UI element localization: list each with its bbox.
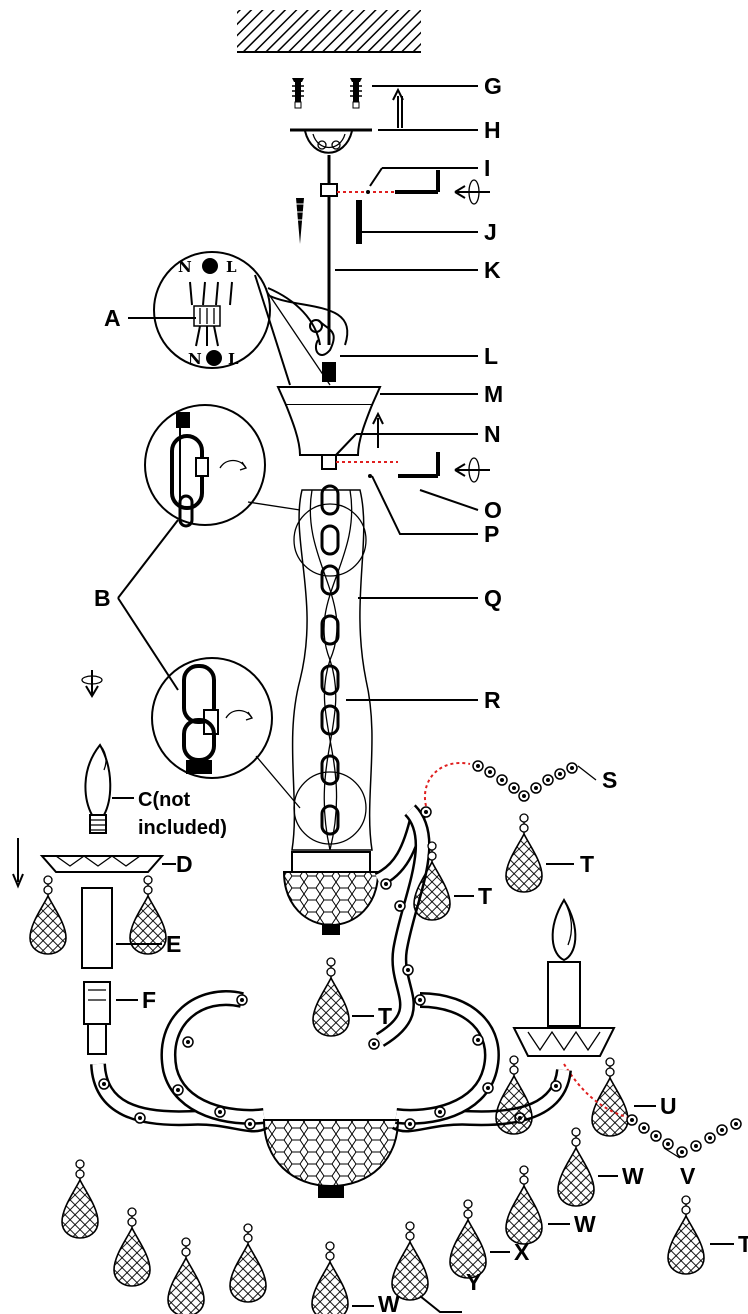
label-L: L xyxy=(484,343,498,369)
label-O: O xyxy=(484,497,502,523)
label-N: N xyxy=(484,421,501,447)
upper-bowl xyxy=(282,851,380,1037)
mounting-screws xyxy=(291,77,404,128)
label-W-bottom: W xyxy=(378,1291,400,1314)
label-R: R xyxy=(484,687,501,713)
label-Q: Q xyxy=(484,585,502,611)
label-T-center: T xyxy=(378,1003,392,1029)
stem-nut-and-wrench xyxy=(321,433,490,535)
socket xyxy=(83,981,138,1055)
supply-wire-and-hook xyxy=(267,200,478,382)
right-candle xyxy=(512,898,656,1137)
label-G: G xyxy=(484,73,502,99)
label-V: V xyxy=(680,1163,696,1189)
label-M: M xyxy=(484,381,503,407)
bead-chain-V xyxy=(626,1114,742,1275)
neutral-label-top: N xyxy=(178,258,192,276)
canopy-plate xyxy=(290,128,372,154)
label-Y: Y xyxy=(466,1269,481,1295)
nipple-and-nut xyxy=(320,155,490,205)
label-I: I xyxy=(484,155,490,181)
candle-bulb xyxy=(81,670,134,834)
frame-drops xyxy=(61,1055,618,1314)
label-H: H xyxy=(484,117,501,143)
canopy xyxy=(276,386,478,456)
label-C-note: included) xyxy=(138,817,227,839)
label-W-mid: W xyxy=(574,1211,596,1237)
label-T-far-right: T xyxy=(738,1231,748,1257)
label-P: P xyxy=(484,521,499,547)
stem-glass-and-chain xyxy=(291,484,478,851)
labels: G H I J K A L M N O P B Q R S C(not incl… xyxy=(94,73,748,1314)
lower-frame xyxy=(90,990,572,1198)
label-B: B xyxy=(94,585,111,611)
label-T-arm: T xyxy=(478,883,492,909)
bead-chain-S xyxy=(423,760,597,893)
label-D: D xyxy=(176,851,193,877)
candle-sleeve xyxy=(81,887,162,969)
label-W-right: W xyxy=(622,1163,644,1189)
canopy-screws xyxy=(296,198,478,244)
chain-detail-circles xyxy=(117,404,301,809)
label-C: C(not xyxy=(138,789,191,811)
label-E: E xyxy=(166,931,181,957)
neutral-label-bottom: N xyxy=(188,350,202,368)
label-K: K xyxy=(484,257,501,283)
label-U: U xyxy=(660,1093,677,1119)
bobeche-cup xyxy=(12,838,176,955)
label-F: F xyxy=(142,987,156,1013)
label-T-upper-right: T xyxy=(580,851,594,877)
label-S: S xyxy=(602,767,617,793)
ceiling xyxy=(237,10,421,53)
wiring-detail-circle: N L N L xyxy=(153,251,331,386)
live-label-bottom: L xyxy=(228,350,239,368)
upper-arm xyxy=(368,804,474,1050)
label-X: X xyxy=(514,1239,530,1265)
label-J: J xyxy=(484,219,497,245)
label-A: A xyxy=(104,305,121,331)
live-label-top: L xyxy=(226,258,237,276)
